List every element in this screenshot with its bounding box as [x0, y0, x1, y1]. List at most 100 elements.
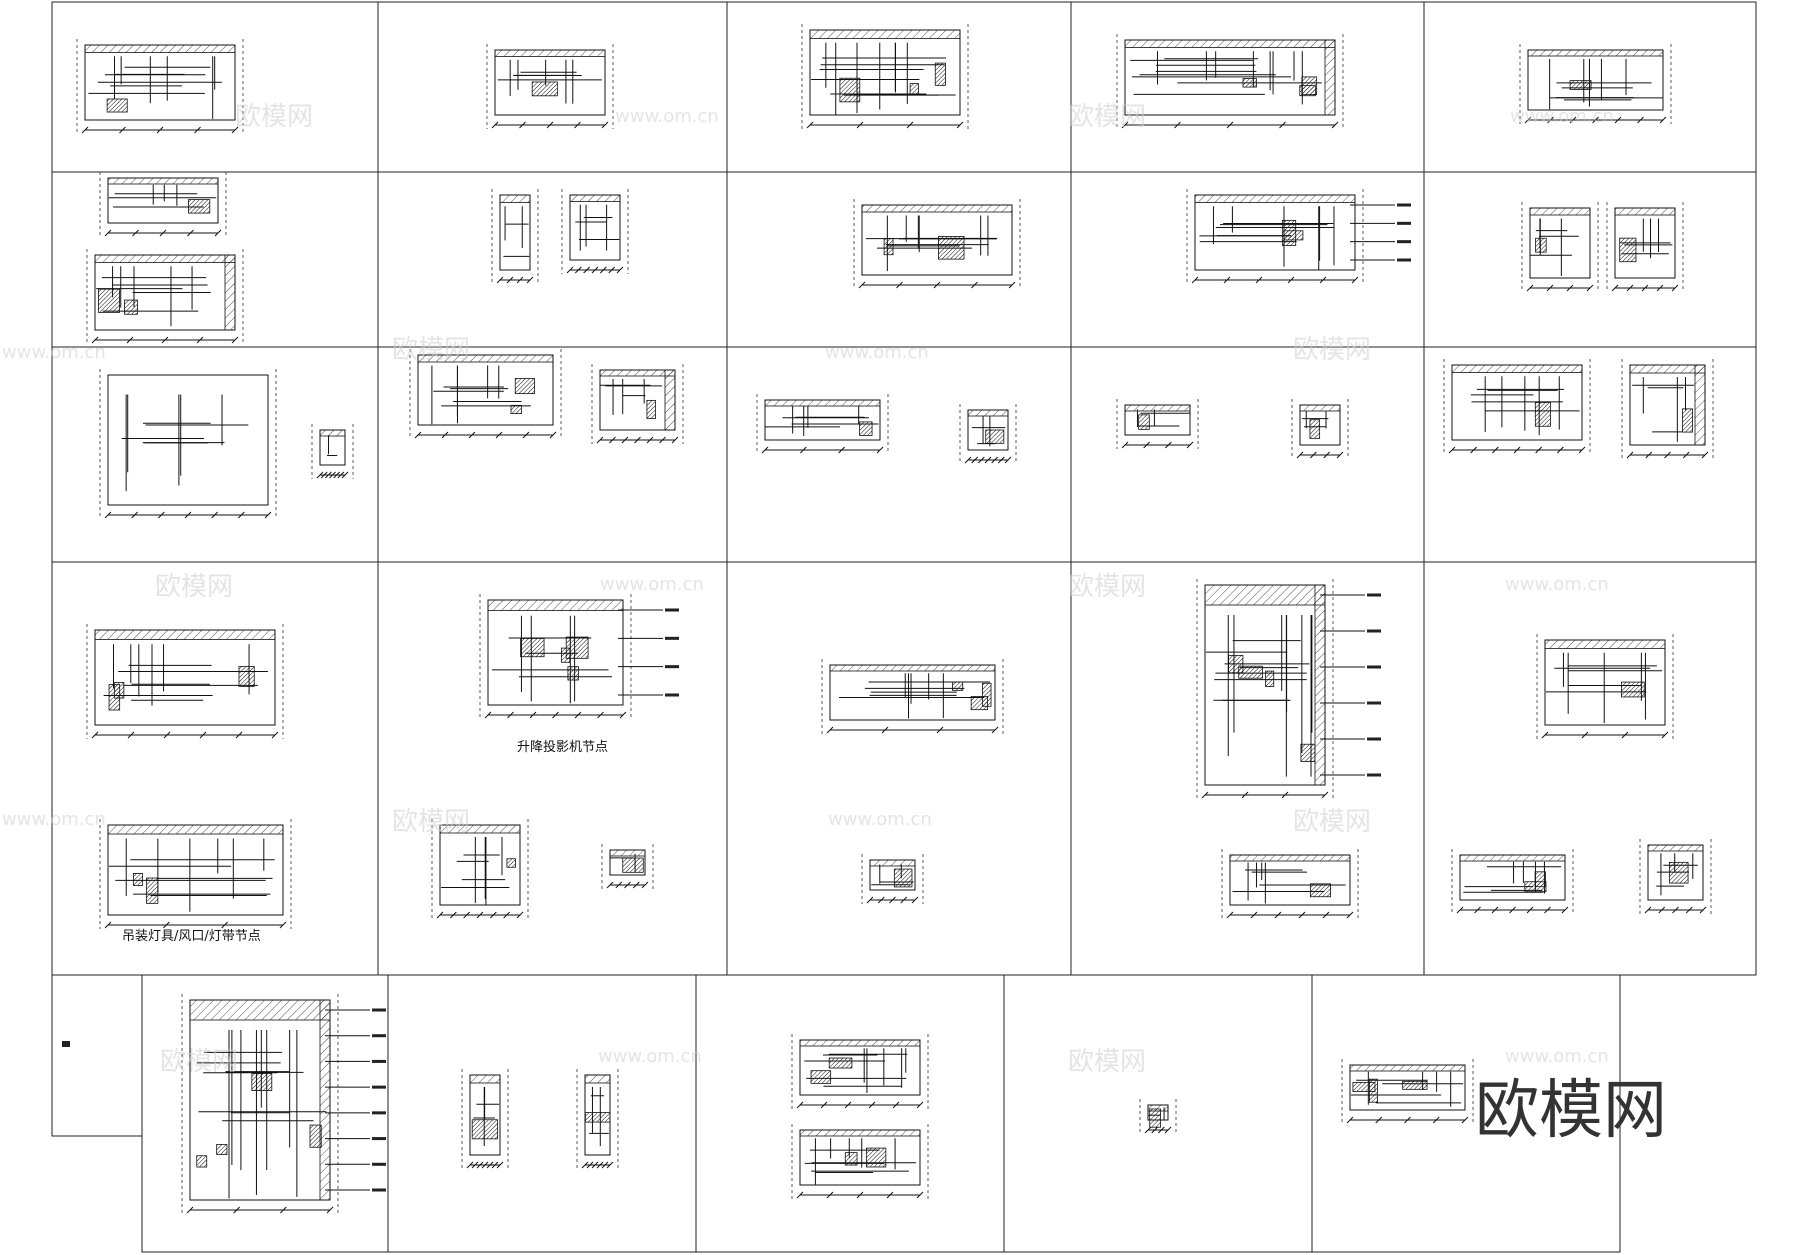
- dimension-tick: [341, 471, 349, 479]
- dimension-tick: [601, 121, 609, 129]
- watermark-url: www.om.cn: [2, 342, 106, 363]
- wall-hatch: [1694, 364, 1706, 446]
- sheet-cell: [51, 974, 143, 1137]
- watermark-text: 欧模网: [392, 807, 470, 837]
- watermark-text: 欧模网: [155, 572, 233, 602]
- section-block: [1242, 78, 1257, 88]
- wall-hatch: [799, 1129, 921, 1137]
- wall-hatch: [84, 44, 236, 53]
- detail-outline: [107, 824, 284, 916]
- dimension-tick: [463, 911, 471, 919]
- dimension-tick: [1157, 1126, 1165, 1134]
- dimension-tick: [1682, 451, 1690, 459]
- dimension-tick: [1658, 906, 1666, 914]
- section-detail: [1291, 399, 1349, 459]
- section-block: [1619, 237, 1637, 263]
- dimension-tick: [329, 471, 336, 479]
- wall-hatch: [469, 1074, 501, 1084]
- dimension-tick: [796, 1191, 804, 1199]
- dimension-tick: [606, 881, 614, 889]
- dimension-tick: [1701, 451, 1709, 459]
- dimension-tick: [991, 726, 999, 734]
- dimension-tick: [646, 436, 654, 444]
- dimension-tick: [586, 1161, 594, 1169]
- section-detail: [86, 249, 244, 344]
- dimension-tick: [566, 266, 574, 274]
- dimension-tick: [132, 229, 139, 237]
- dimension-tick: [761, 446, 769, 454]
- leader-note: [1367, 701, 1381, 705]
- dimension-tick: [1226, 911, 1234, 919]
- dimension-tick: [1672, 906, 1679, 914]
- section-detail: [311, 424, 354, 479]
- dimension-tick: [856, 121, 864, 129]
- section-detail: [1186, 189, 1411, 284]
- wall-hatch: [1204, 584, 1326, 606]
- wall-hatch: [1459, 854, 1566, 862]
- sheet-cell: [1311, 974, 1621, 1253]
- dimension-tick: [606, 1161, 614, 1169]
- wall-hatch: [764, 399, 881, 407]
- dimension-tick: [671, 436, 679, 444]
- dimension-tick: [1274, 911, 1282, 919]
- dimension-tick: [214, 229, 222, 237]
- dimension-tick: [1255, 276, 1263, 284]
- leader-note: [372, 1111, 386, 1115]
- dimension-tick: [616, 266, 624, 274]
- dimension-tick: [1121, 121, 1129, 129]
- dimension-tick: [1491, 906, 1499, 914]
- section-detail: [99, 172, 227, 237]
- watermark-text: 欧模网: [1293, 807, 1371, 837]
- dimension-tick: [1223, 276, 1231, 284]
- section-block: [1238, 665, 1263, 679]
- dimension-tick: [826, 726, 834, 734]
- dimension-tick: [1644, 906, 1652, 914]
- dimension-tick: [806, 121, 814, 129]
- section-detail: [1443, 359, 1591, 454]
- dimension-tick: [826, 1191, 834, 1199]
- dimension-tick: [977, 456, 985, 464]
- section-block: [883, 237, 894, 256]
- section-block: [859, 421, 873, 436]
- dimension-tick: [271, 731, 279, 739]
- wall-hatch: [107, 824, 284, 835]
- watermark-text: 欧模网: [392, 335, 470, 365]
- dimension-tick: [519, 121, 526, 129]
- watermark-text: 欧模网: [1293, 335, 1371, 365]
- section-detail: [861, 854, 924, 904]
- dimension-tick: [104, 511, 112, 519]
- leader-note: [665, 636, 679, 640]
- dimension-tick: [1319, 276, 1327, 284]
- section-block: [844, 1152, 858, 1166]
- dimension-tick: [1298, 911, 1306, 919]
- section-block: [216, 1144, 228, 1155]
- sheet-cell: [377, 171, 728, 348]
- dimension-tick: [641, 881, 649, 889]
- dimension-tick: [1323, 451, 1331, 459]
- sheet-cell: [51, 346, 379, 563]
- dimension-tick: [491, 121, 499, 129]
- dimension-tick: [496, 276, 504, 284]
- wall-hatch: [319, 429, 346, 437]
- dimension-tick: [231, 126, 239, 134]
- section-detail: [181, 994, 386, 1214]
- sheet-cell: [726, 1, 1072, 173]
- sheet-cell: [387, 974, 697, 1253]
- section-detail: [1341, 1059, 1474, 1124]
- section-detail: [601, 844, 654, 889]
- dimension-tick: [546, 121, 554, 129]
- dimension-tick: [1201, 791, 1209, 799]
- dimension-tick: [326, 1206, 334, 1214]
- dimension-tick: [574, 266, 582, 274]
- dimension-tick: [316, 471, 324, 479]
- section-block: [952, 681, 964, 691]
- dimension-tick: [186, 1206, 194, 1214]
- dimension-tick: [1164, 441, 1172, 449]
- wall-hatch: [967, 409, 1009, 417]
- section-detail: [431, 819, 529, 919]
- wall-hatch: [1529, 207, 1591, 216]
- dimension-tick: [868, 1101, 876, 1109]
- dimension-tick: [522, 431, 530, 439]
- section-detail: [591, 364, 684, 444]
- watermark-url: www.om.cn: [828, 809, 932, 830]
